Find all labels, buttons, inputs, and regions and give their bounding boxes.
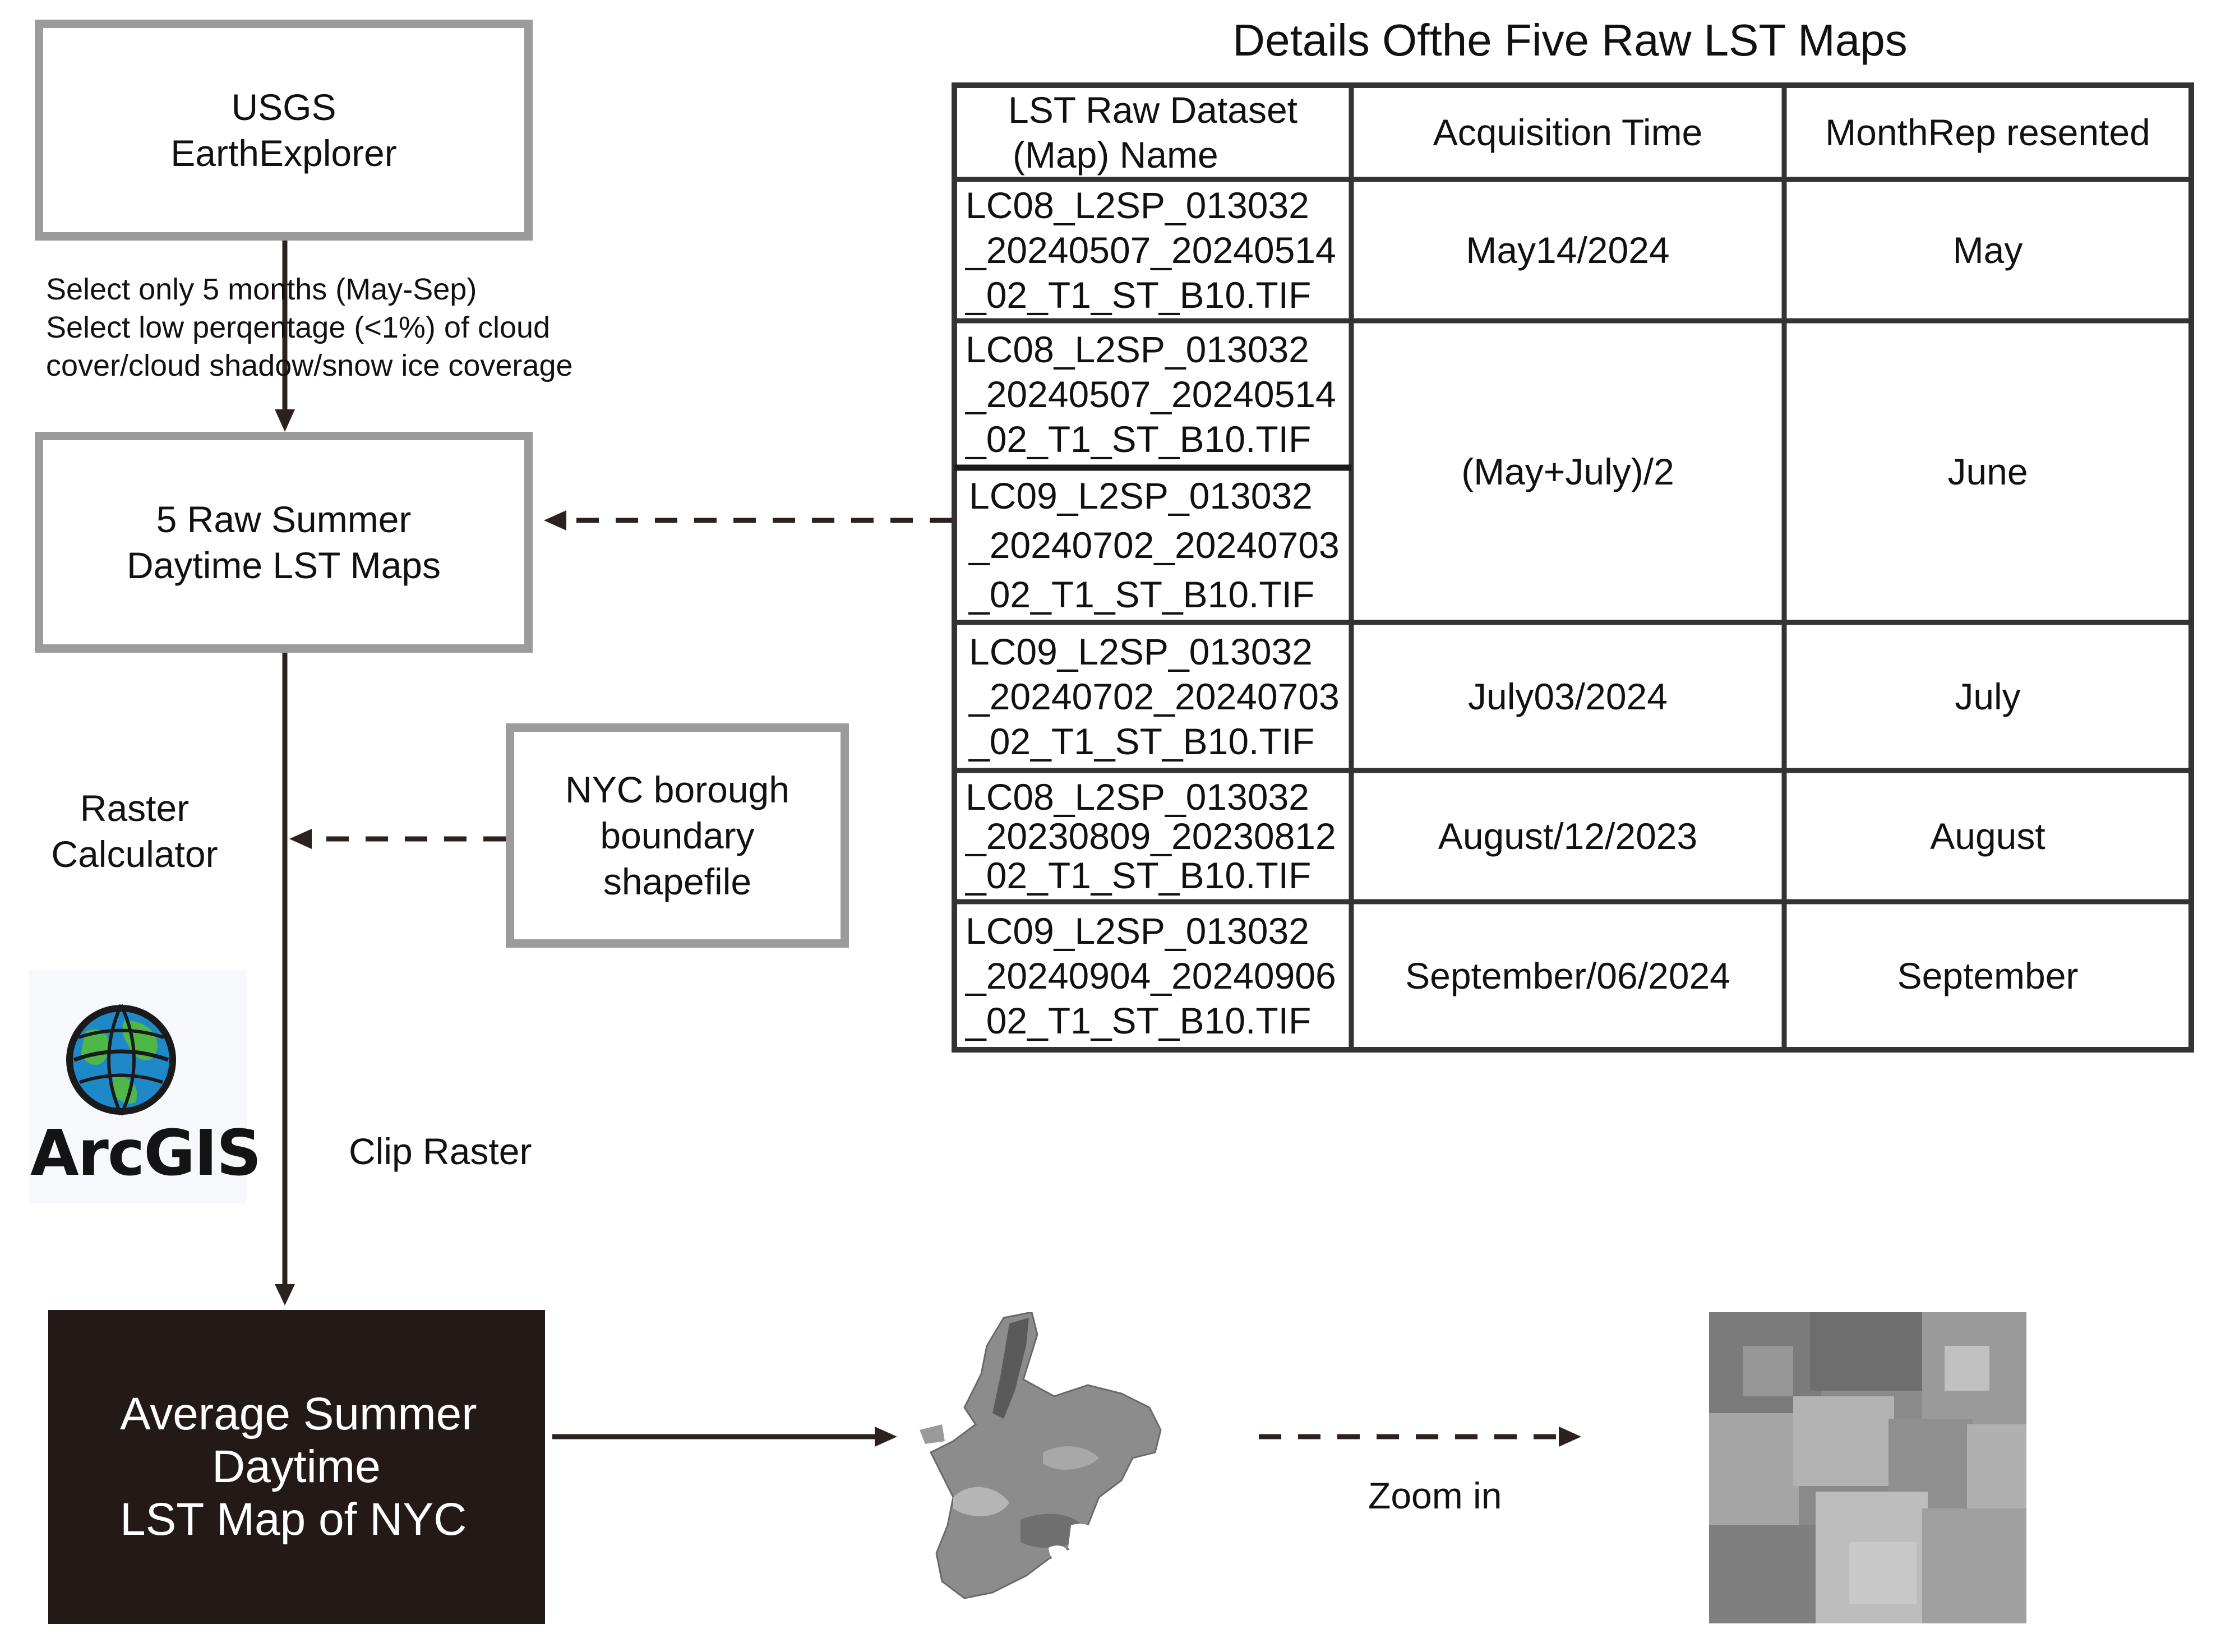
clip-raster-label: Clip Raster	[349, 1130, 532, 1172]
header-month-represented: MonthRep resented	[1825, 112, 2150, 153]
row-2b-name-line-3: _02_T1_ST_B10.TIF	[969, 574, 1315, 615]
raw-maps-line-2: Daytime LST Maps	[127, 544, 441, 586]
row-1-month: May	[1952, 229, 2023, 271]
nyc-lst-map-thumbnail	[920, 1312, 1162, 1599]
row-2b-name-line-2: _20240702_20240703	[969, 524, 1340, 566]
arrowhead-zoom	[1559, 1427, 1581, 1447]
header-dataset-name: LST Raw Dataset (Map) Name	[954, 85, 1351, 179]
row-4-month: August	[1930, 815, 2045, 857]
row-1-acquisition-time: May14/2024	[1466, 229, 1670, 271]
usgs-label: USGS	[231, 86, 336, 128]
header-name-line-2: (Map) Name	[1013, 134, 1218, 176]
row-2a-name-line-3: _02_T1_ST_B10.TIF	[966, 418, 1312, 460]
row-3-month: July	[1955, 676, 2021, 717]
row-3-name-line-1: LC09_L2SP_013032	[969, 631, 1313, 672]
arcgis-logo-text: ArcGIS	[30, 1117, 262, 1190]
arcgis-logo: ArcGIS	[29, 970, 262, 1203]
raw-lst-maps-box: 5 Raw Summer Daytime LST Maps	[35, 432, 533, 653]
header-name-line-1: LST Raw Dataset	[1008, 89, 1297, 131]
arrowhead-source-to-raw	[275, 409, 295, 432]
row-1-name-line-3: _02_T1_ST_B10.TIF	[966, 274, 1312, 316]
row-3-dataset-name: LC09_L2SP_013032 _20240702_20240703 _02_…	[958, 622, 1351, 770]
output-line-1: Average Summer	[120, 1388, 477, 1439]
row-3-acquisition-time: July03/2024	[1468, 676, 1668, 717]
boundary-line-1: NYC borough	[565, 769, 789, 810]
row-2a-name-line-1: LC08_L2SP_013032	[966, 329, 1309, 370]
average-lst-map-box: Average Summer Daytime LST Map of NYC	[48, 1310, 545, 1624]
row-5-acquisition-time: September/06/2024	[1405, 955, 1730, 996]
row-5-name-line-3: _02_T1_ST_B10.TIF	[966, 1000, 1312, 1041]
selection-note: Select only 5 months (May-Sep) Select lo…	[46, 270, 663, 385]
raster-calculator-line-2: Calculator	[51, 833, 218, 875]
selection-note-line-3: cover/cloud shadow/snow ice coverage	[46, 349, 573, 382]
selection-note-line-2: Select low perqentage (<1%) of cloud	[46, 311, 551, 344]
output-line-3: LST Map of NYC	[120, 1494, 467, 1545]
row-4-name-line-1: LC08_L2SP_013032	[966, 776, 1309, 818]
arrowhead-output-to-map	[875, 1427, 897, 1447]
row-2-acquisition-time: (May+July)/2	[1461, 451, 1674, 492]
raster-calculator-line-1: Raster	[80, 787, 190, 829]
row-4-name-line-2: _20230809_20230812	[966, 815, 1336, 857]
raw-maps-line-1: 5 Raw Summer	[156, 499, 412, 540]
zoomed-lst-patch	[1709, 1312, 2026, 1623]
zoom-in-label: Zoom in	[1368, 1475, 1502, 1516]
row-2-dataset-name-a: LC08_L2SP_013032 _20240507_20240514 _02_…	[954, 321, 1351, 468]
earthexplorer-label: EarthExplorer	[170, 132, 397, 174]
row-1-dataset-name: LC08_L2SP_013032 _20240507_20240514 _02_…	[954, 179, 1351, 321]
row-5-name-line-2: _20240904_20240906	[966, 955, 1336, 996]
row-2-dataset-name-b: LC09_L2SP_013032 _20240702_20240703 _02_…	[958, 468, 1351, 622]
row-2b-name-line-1: LC09_L2SP_013032	[969, 475, 1313, 516]
row-2a-name-line-2: _20240507_20240514	[966, 373, 1336, 415]
boundary-line-2: boundary	[600, 815, 755, 856]
arrowhead-raw-to-output	[275, 1284, 295, 1305]
row-4-name-line-3: _02_T1_ST_B10.TIF	[966, 855, 1312, 896]
row-1-name-line-1: LC08_L2SP_013032	[966, 184, 1309, 226]
selection-note-line-1: Select only 5 months (May-Sep)	[46, 273, 477, 306]
globe-icon	[66, 1004, 176, 1116]
row-4-dataset-name: LC08_L2SP_013032 _20230809_20230812 _02_…	[954, 770, 1351, 902]
row-5-name-line-1: LC09_L2SP_013032	[966, 910, 1309, 952]
usgs-earthexplorer-box: USGS EarthExplorer	[35, 20, 533, 241]
row-4-acquisition-time: August/12/2023	[1438, 815, 1698, 857]
nyc-boundary-box: NYC borough boundary shapefile	[506, 723, 849, 948]
boundary-line-3: shapefile	[603, 861, 752, 902]
row-3-name-line-3: _02_T1_ST_B10.TIF	[969, 721, 1315, 762]
arrowhead-boundary-to-main	[289, 829, 312, 849]
output-line-2: Daytime	[212, 1441, 381, 1492]
arrowhead-table-to-raw	[544, 510, 566, 530]
table-title: Details Ofthe Five Raw LST Maps	[1232, 15, 1908, 65]
header-acquisition-time: Acquisition Time	[1433, 112, 1703, 153]
row-5-month: September	[1897, 955, 2079, 996]
row-2-month: June	[1947, 451, 2028, 492]
row-3-name-line-2: _20240702_20240703	[969, 676, 1340, 717]
row-1-name-line-2: _20240507_20240514	[966, 229, 1336, 271]
raster-calculator-label: Raster Calculator	[39, 785, 230, 877]
row-5-dataset-name: LC09_L2SP_013032 _20240904_20240906 _02_…	[954, 902, 1351, 1050]
